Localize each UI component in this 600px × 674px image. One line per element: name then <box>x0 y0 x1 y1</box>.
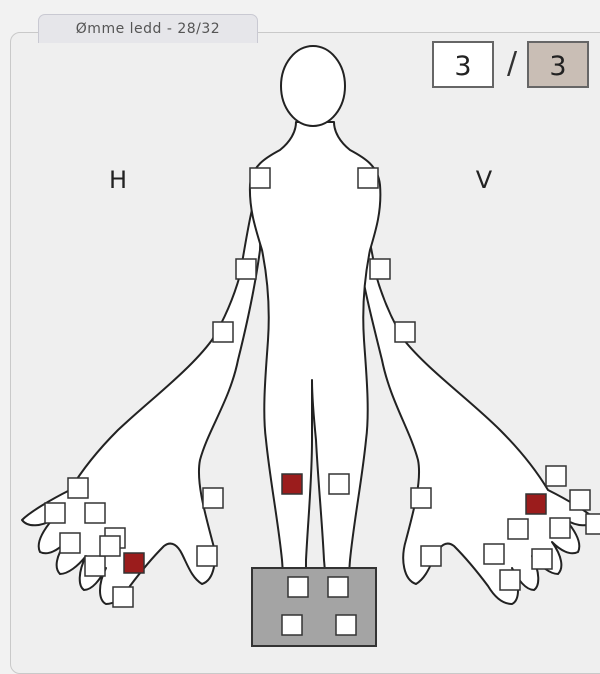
joint-left-hand-thumb-1[interactable] <box>411 488 431 508</box>
tab-tender-joints[interactable]: Ømme ledd - 28/32 <box>38 14 258 43</box>
joint-right-hand-pip-4[interactable] <box>124 553 144 573</box>
joint-foot-right[interactable] <box>282 615 302 635</box>
joint-right-hand-mcp-5[interactable] <box>100 536 120 556</box>
left-arm-outline <box>352 175 596 604</box>
joint-left-hand-pip-2[interactable] <box>570 490 590 510</box>
head-outline <box>281 46 345 126</box>
joint-right-hand-mcp-3[interactable] <box>85 503 105 523</box>
right-arm-outline <box>22 175 262 604</box>
joint-left-hand-thumb-2[interactable] <box>421 546 441 566</box>
joint-elbow-right[interactable] <box>236 259 256 279</box>
joint-elbow-left[interactable] <box>370 259 390 279</box>
joint-left-hand-mcp-4[interactable] <box>550 518 570 538</box>
joint-right-hand-dip-1[interactable] <box>113 587 133 607</box>
joint-wrist-left[interactable] <box>395 322 415 342</box>
joint-right-hand-pip-2[interactable] <box>45 503 65 523</box>
joint-shoulder-right[interactable] <box>250 168 270 188</box>
joint-right-hand-pip-5[interactable] <box>85 556 105 576</box>
joint-knee-right[interactable] <box>282 474 302 494</box>
joint-right-hand-thumb-2[interactable] <box>197 546 217 566</box>
joint-ankle-left[interactable] <box>328 577 348 597</box>
joint-wrist-right[interactable] <box>213 322 233 342</box>
joint-right-hand-mcp-2[interactable] <box>68 478 88 498</box>
joint-left-hand-dip-1[interactable] <box>500 570 520 590</box>
torso-outline <box>250 122 380 628</box>
joint-right-hand-thumb-1[interactable] <box>203 488 223 508</box>
joint-shoulder-left[interactable] <box>358 168 378 188</box>
joint-left-hand-pip-4[interactable] <box>484 544 504 564</box>
score-separator: / <box>498 42 526 86</box>
joint-foot-left[interactable] <box>336 615 356 635</box>
feet-box[interactable] <box>252 568 376 646</box>
joint-right-hand-pip-3[interactable] <box>60 533 80 553</box>
joint-left-hand-mcp-5[interactable] <box>586 514 600 534</box>
joint-left-hand-mcp-3[interactable] <box>526 494 546 514</box>
joint-left-hand-pip-5[interactable] <box>532 549 552 569</box>
side-label-left: V <box>469 166 499 194</box>
joint-knee-left[interactable] <box>329 474 349 494</box>
joint-left-hand-pip-3[interactable] <box>508 519 528 539</box>
joint-ankle-right[interactable] <box>288 577 308 597</box>
score-current-field[interactable]: 3 <box>432 41 494 88</box>
side-label-right: H <box>103 166 133 194</box>
joint-left-hand-mcp-2[interactable] <box>546 466 566 486</box>
score-total-field: 3 <box>527 41 589 88</box>
